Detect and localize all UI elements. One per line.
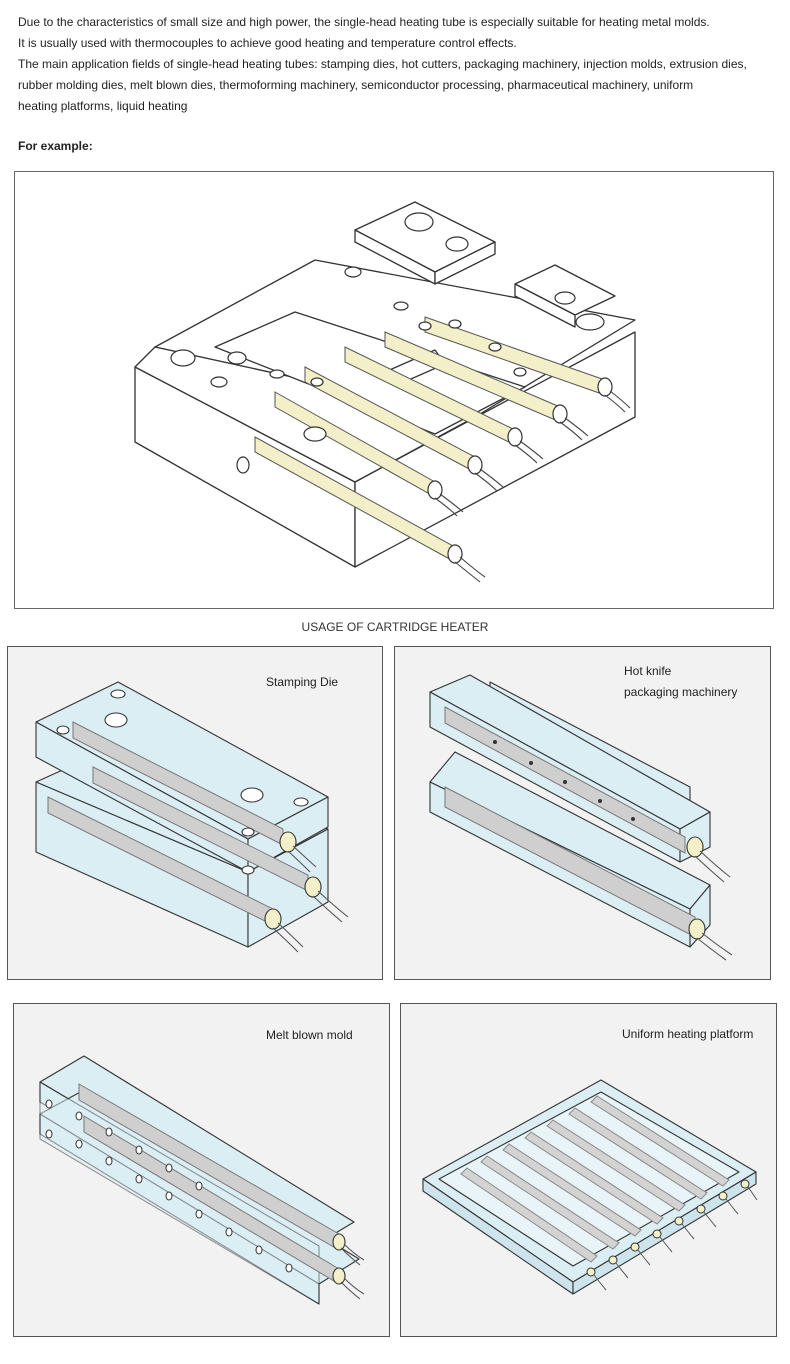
hot-knife-label: Hot knife: [624, 664, 672, 678]
uniform-heating-platform-drawing: [422, 1079, 758, 1295]
panel-uniform-heating-platform: Uniform heating platform: [400, 1003, 777, 1337]
melt-blown-mold-label: Melt blown mold: [266, 1028, 353, 1042]
panel-stamping-die: Stamping Die: [7, 646, 383, 980]
hot-knife-drawing: [429, 674, 733, 961]
usage-caption: USAGE OF CARTRIDGE HEATER: [301, 620, 489, 634]
stamping-die-label: Stamping Die: [266, 675, 339, 689]
intro-line-5: heating platforms, liquid heating: [18, 99, 188, 113]
intro-text: Due to the characteristics of small size…: [18, 12, 778, 117]
intro-line-3: The main application fields of single-he…: [18, 57, 747, 71]
injection-mold-drawing: [134, 201, 636, 583]
intro-line-2: It is usually used with thermocouples to…: [18, 36, 517, 50]
example-label: For example:: [18, 139, 93, 153]
panel-melt-blown-mold: Melt blown mold: [13, 1003, 390, 1337]
stamping-die-drawing: [35, 681, 349, 953]
mold-illustration: [14, 171, 774, 609]
uniform-heating-platform-label: Uniform heating platform: [622, 1027, 754, 1041]
panel-hot-knife: Hot knife packaging machinery: [394, 646, 771, 980]
melt-blown-mold-drawing: [39, 1055, 365, 1305]
packaging-machinery-label: packaging machinery: [624, 685, 738, 699]
intro-line-1: Due to the characteristics of small size…: [18, 15, 710, 29]
intro-line-4: rubber molding dies, melt blown dies, th…: [18, 78, 694, 92]
